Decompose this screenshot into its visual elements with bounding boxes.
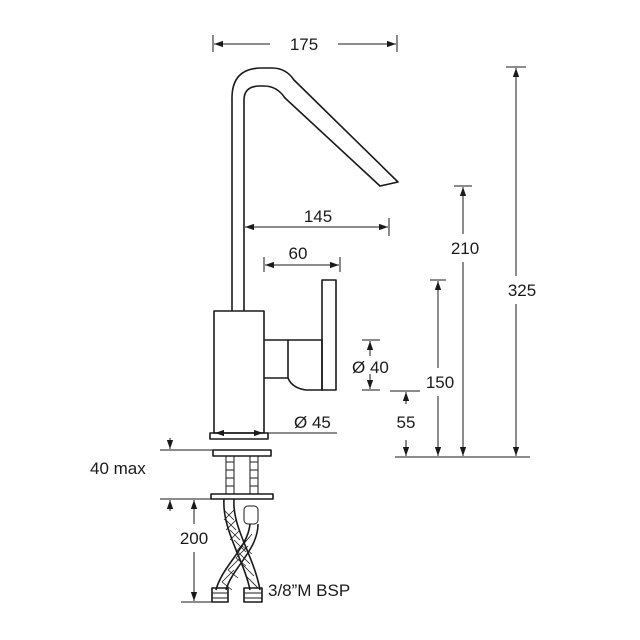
dim-deck-thickness: 40 max [90,459,146,478]
braided-hose-left [223,498,251,591]
deck-plate [212,449,272,457]
connection-label: 3/8”M BSP [268,581,350,600]
dim-lever-axis-height: 55 [397,413,416,432]
dimension-labels: 175 145 60 Ø 40 Ø 45 325 210 150 55 40 m… [90,35,536,600]
lever-handle [321,279,337,391]
mounting-assembly [210,449,274,603]
dim-spout-height: 210 [451,239,479,258]
dimension-lines [160,35,530,603]
hose-fitting-left [211,587,229,603]
dim-lever-diameter: Ø 40 [352,358,389,377]
lever-neck-curve [287,339,323,391]
dim-overall-height: 325 [508,281,536,300]
lever-neck [264,339,289,379]
dim-lever-height: 150 [426,373,454,392]
dim-body-diameter: Ø 45 [294,413,331,432]
dim-spout-reach: 145 [304,207,332,226]
faucet-cylinder [213,310,265,434]
dim-overall-reach: 175 [290,35,318,54]
spout-outline [231,67,399,311]
mount-washer [210,493,274,500]
mount-stud-right [249,455,259,495]
mount-nut [243,505,259,525]
hose-fitting-right [243,587,263,603]
faucet-base [209,432,269,440]
dim-lever-reach: 60 [289,244,308,263]
dim-hose-length: 200 [180,529,208,548]
braided-hose-right [215,523,251,591]
mount-stud-left [225,455,235,495]
